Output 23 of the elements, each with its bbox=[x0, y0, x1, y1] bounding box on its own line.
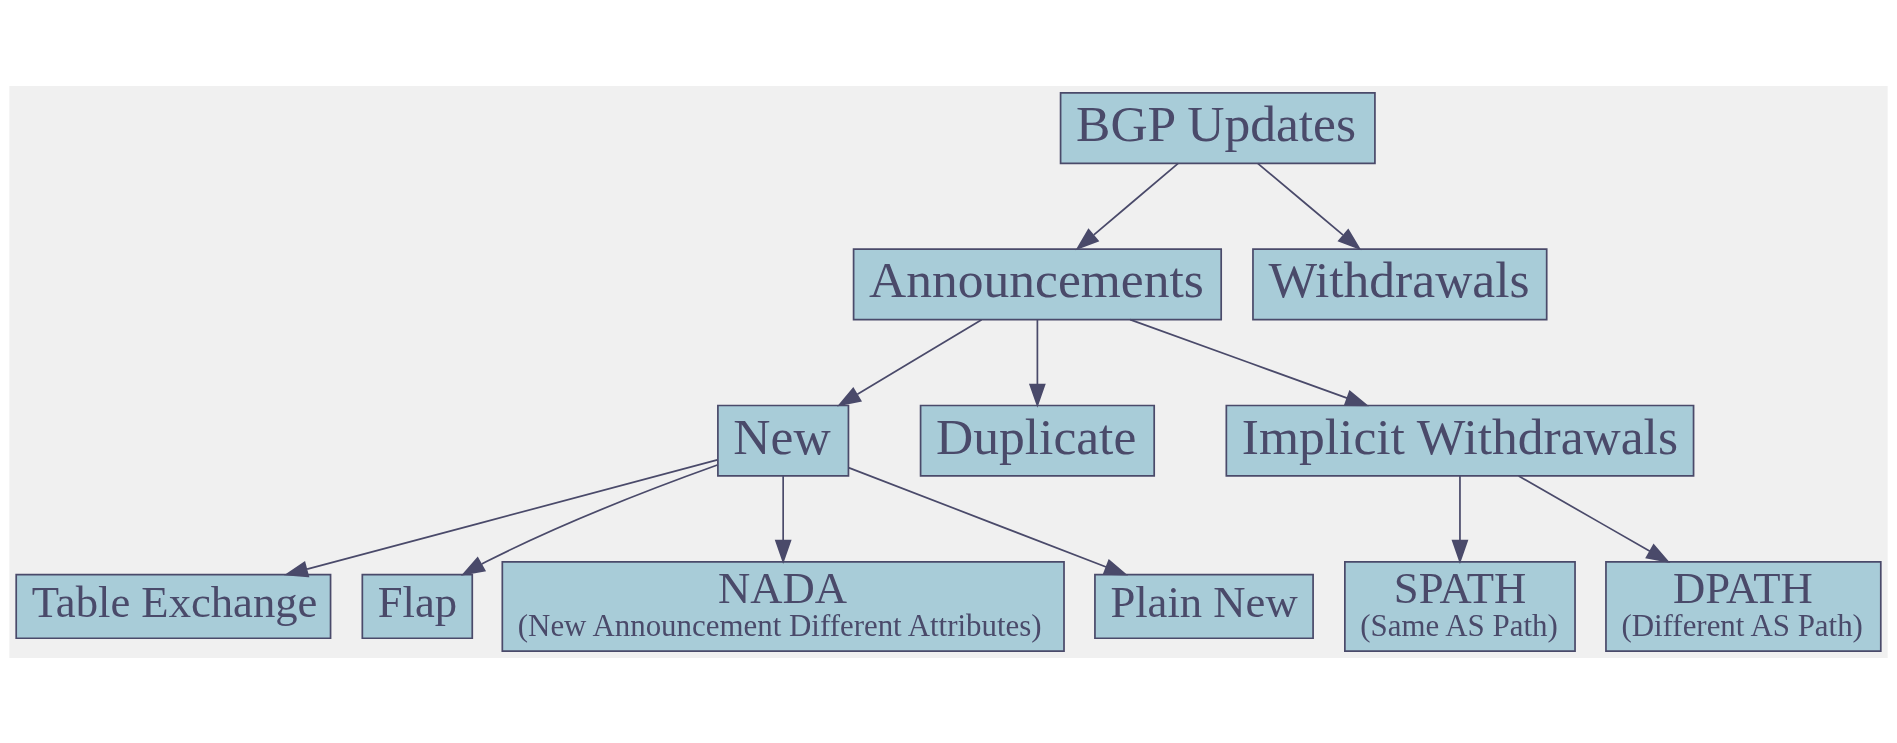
node-box: Implicit Withdrawals bbox=[1225, 404, 1695, 477]
arrow bbox=[1517, 474, 1671, 563]
node-box: NADA (New Announcement Different Attributes) bbox=[501, 560, 1065, 652]
node-box: Withdrawals bbox=[1252, 247, 1548, 320]
node-box: Flap bbox=[361, 573, 474, 639]
node-box: Table Exchange bbox=[15, 573, 332, 639]
node-box: SPATH (Same AS Path) bbox=[1344, 560, 1576, 652]
node-box: BGP Updates bbox=[1059, 91, 1376, 164]
arrow bbox=[847, 466, 1129, 575]
arrow bbox=[837, 318, 983, 407]
node-box: New bbox=[717, 404, 850, 477]
arrow bbox=[1028, 318, 1046, 408]
arrow bbox=[1129, 318, 1370, 406]
node-box: Plain New bbox=[1094, 573, 1314, 639]
arrow bbox=[1256, 162, 1362, 250]
node-box: Duplicate bbox=[919, 404, 1156, 477]
arrow bbox=[1451, 474, 1469, 564]
node-box: DPATH (Different AS Path) bbox=[1605, 560, 1882, 652]
arrow bbox=[283, 458, 719, 577]
arrow bbox=[774, 474, 792, 564]
arrow bbox=[1075, 162, 1180, 250]
arrow bbox=[460, 463, 719, 576]
node-box: Announcements bbox=[852, 247, 1223, 320]
